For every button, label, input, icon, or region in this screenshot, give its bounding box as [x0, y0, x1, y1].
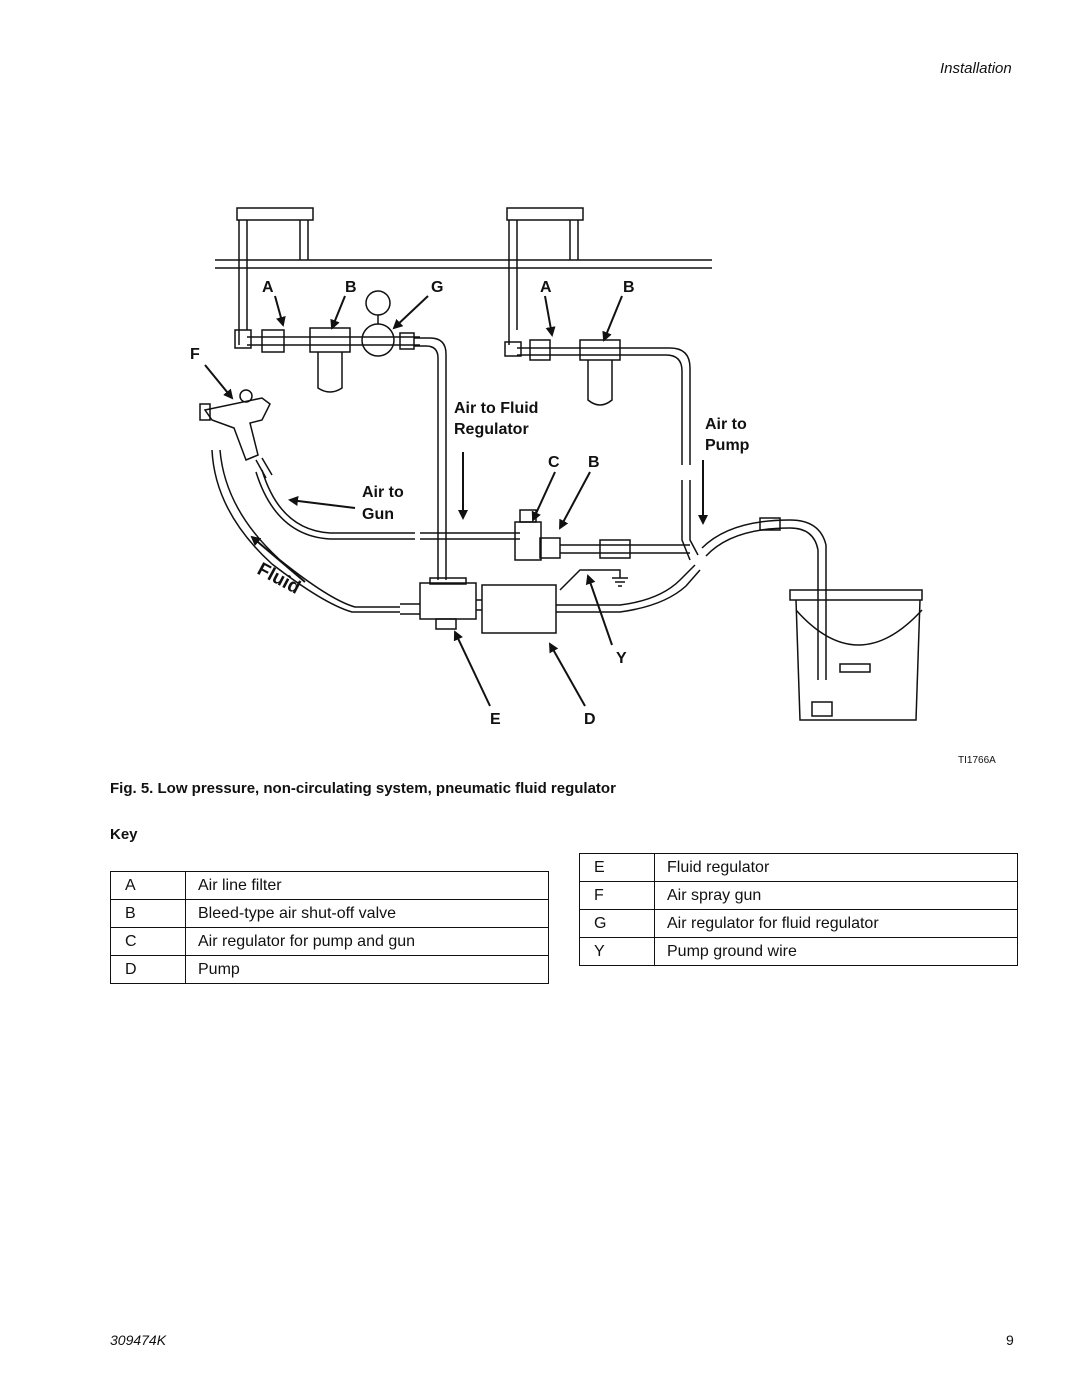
- pointer-b3: [559, 471, 591, 530]
- key-desc: Air spray gun: [654, 881, 1018, 910]
- label-air-gun-line2: Gun: [362, 506, 394, 523]
- key-row: F Air spray gun: [579, 881, 1018, 910]
- piping: [199, 207, 923, 721]
- key-row: Y Pump ground wire: [579, 937, 1018, 966]
- key-desc: Pump: [185, 955, 549, 984]
- pointer-c: [531, 471, 556, 522]
- label-g: G: [431, 279, 443, 296]
- key-table-left: A Air line filter B Bleed-type air shut-…: [110, 871, 549, 984]
- pointer-b2: [602, 295, 623, 342]
- key-code: G: [579, 909, 655, 938]
- key-desc: Pump ground wire: [654, 937, 1018, 966]
- pointer-d: [549, 642, 586, 707]
- document-number: 309474K: [110, 1332, 167, 1348]
- pointer-a1: [274, 295, 286, 327]
- pointer-a2: [544, 295, 556, 337]
- label-air-pump-line2: Pump: [705, 437, 750, 454]
- key-desc: Air regulator for pump and gun: [185, 927, 549, 956]
- key-desc: Fluid regulator: [654, 853, 1018, 882]
- pointer-b1: [330, 295, 346, 330]
- key-table-right: E Fluid regulator F Air spray gun G Air …: [579, 853, 1018, 966]
- label-air-pump-line1: Air to: [705, 416, 747, 433]
- pointer-e: [453, 630, 491, 707]
- pointer-y: [585, 574, 613, 646]
- key-desc: Bleed-type air shut-off valve: [185, 899, 549, 928]
- pointer-g: [392, 295, 429, 330]
- key-desc: Air line filter: [185, 871, 549, 900]
- label-b2: B: [623, 279, 635, 296]
- key-row: G Air regulator for fluid regulator: [579, 909, 1018, 938]
- section-header: Installation: [940, 60, 1012, 77]
- label-air-gun-line1: Air to: [362, 484, 404, 501]
- key-row: B Bleed-type air shut-off valve: [110, 899, 549, 928]
- label-f: F: [190, 346, 200, 363]
- key-code: Y: [579, 937, 655, 966]
- label-d: D: [584, 711, 596, 728]
- figure-id: TI1766A: [958, 755, 996, 766]
- pointer-f: [204, 364, 234, 400]
- key-row: D Pump: [110, 955, 549, 984]
- label-a2: A: [540, 279, 552, 296]
- page-number: 9: [1006, 1332, 1014, 1348]
- key-row: E Fluid regulator: [579, 853, 1018, 882]
- system-diagram: A B G A B F Air to Fluid Regulator Air t…: [190, 207, 996, 766]
- label-air-fluid-line2: Regulator: [454, 421, 529, 438]
- label-e: E: [490, 711, 501, 728]
- key-row: A Air line filter: [110, 871, 549, 900]
- label-c: C: [548, 454, 560, 471]
- label-y: Y: [616, 650, 627, 667]
- key-code: D: [110, 955, 186, 984]
- key-code: E: [579, 853, 655, 882]
- key-code: B: [110, 899, 186, 928]
- label-b1: B: [345, 279, 357, 296]
- label-fluid: Fluid: [254, 559, 304, 599]
- pointer-fluid: [250, 535, 306, 583]
- key-row: C Air regulator for pump and gun: [110, 927, 549, 956]
- pointer-air-gun: [288, 496, 356, 509]
- key-code: A: [110, 871, 186, 900]
- label-air-fluid-line1: Air to Fluid: [454, 400, 538, 417]
- label-a1: A: [262, 279, 274, 296]
- key-heading: Key: [110, 826, 138, 843]
- key-code: C: [110, 927, 186, 956]
- key-code: F: [579, 881, 655, 910]
- figure-caption: Fig. 5. Low pressure, non-circulating sy…: [110, 780, 616, 797]
- key-desc: Air regulator for fluid regulator: [654, 909, 1018, 938]
- label-b3: B: [588, 454, 600, 471]
